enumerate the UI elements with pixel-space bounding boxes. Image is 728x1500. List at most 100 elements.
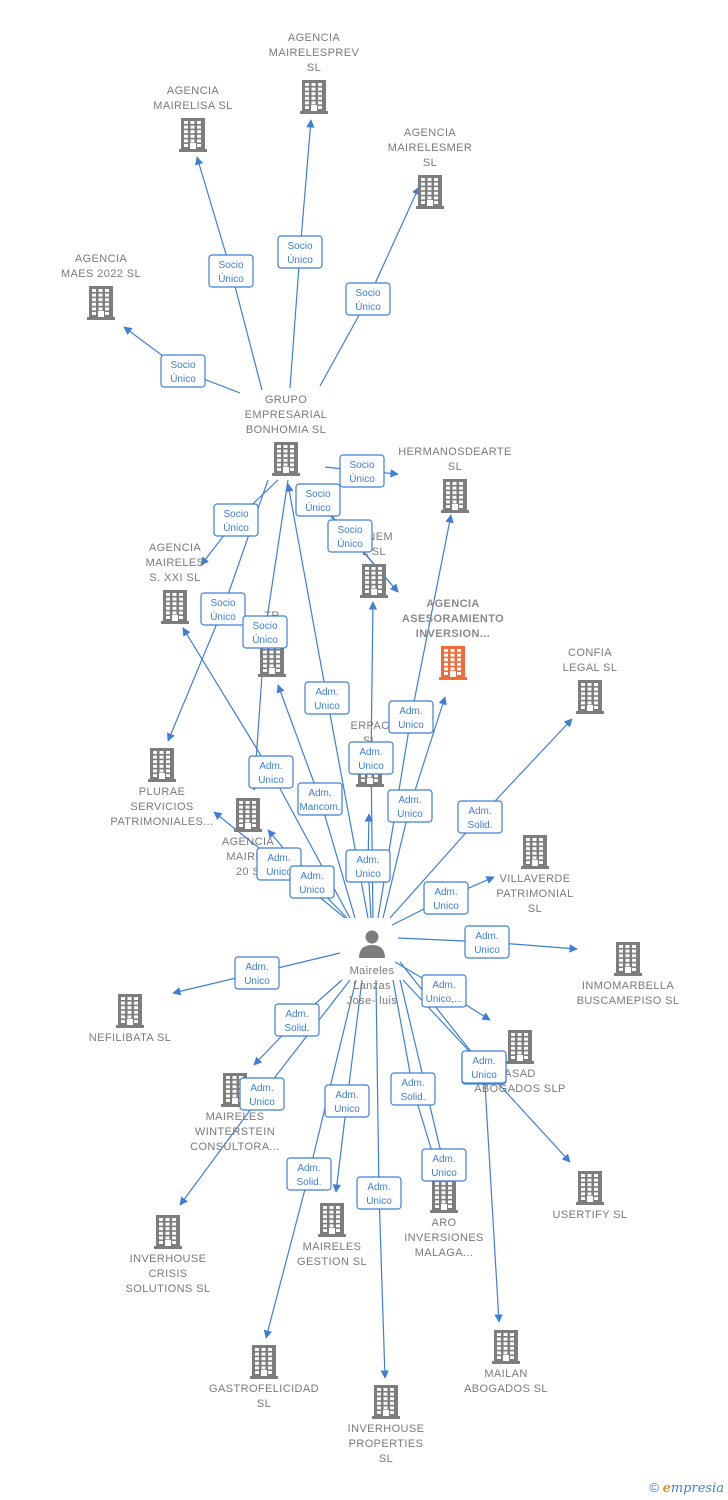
edge-label-person-to-erpac[interactable]: Adm.Unico [345, 849, 391, 883]
node-label-line: SL [257, 1398, 271, 1410]
node-label-line: MAIRELISA SL [153, 100, 232, 112]
edge-label-text: Socio [305, 489, 330, 500]
node-label-line: AGENCIA [426, 598, 480, 610]
node-label-line: EMPRESARIAL [245, 409, 328, 421]
node-label-line: SL [528, 903, 542, 915]
edge-label-person-to-gastro[interactable]: Adm.Solid. [286, 1157, 332, 1191]
edge-label-text: Socio [349, 460, 374, 471]
node-label-line: Lanzas [353, 980, 391, 992]
edge-label-text: Unico [334, 1104, 360, 1115]
edge-label-text: Unico [366, 1196, 392, 1207]
edge-label-person-to-inverhouse_crisis[interactable]: Adm.Unico [239, 1077, 285, 1111]
edge-label-text: Unico [474, 945, 500, 956]
node-label-line: SL [423, 157, 437, 169]
edge-label-text: Único [355, 300, 381, 313]
edge-label-box [234, 956, 280, 990]
building-icon [318, 1203, 346, 1237]
edge-label-text: Único [287, 253, 313, 266]
building-icon [521, 835, 549, 869]
node-nefi[interactable]: NEFILIBATA SL [89, 994, 171, 1044]
building-icon [416, 175, 444, 209]
edge-label-box [348, 741, 394, 775]
edge-label-box [423, 881, 469, 915]
edge-label-box [388, 700, 434, 734]
edge-label-person-to-inmo[interactable]: Adm.Unico [464, 925, 510, 959]
edge-label-box [421, 1148, 467, 1182]
edge-label-text: Unico [358, 761, 384, 772]
edge-label-text: Adm. [432, 980, 455, 991]
node-aro[interactable]: AROINVERSIONESMALAGA... [404, 1179, 484, 1259]
edge-label-person-to-mailan[interactable]: Adm.Unico [461, 1050, 507, 1084]
building-icon [154, 1215, 182, 1249]
edge-label-person-to-asad[interactable]: Adm.Unico,... [421, 974, 467, 1008]
node-label-line: SL [307, 62, 321, 74]
edge-label-person-to-winter[interactable]: Adm.Solid. [274, 1003, 320, 1037]
building-icon [441, 479, 469, 513]
node-label-line: AGENCIA [404, 127, 457, 139]
node-label-line: INVERSIONES [404, 1232, 484, 1244]
edge-label-person-to-grupo[interactable]: Adm.Unico [304, 681, 350, 715]
edge-label-person-to-ionem[interactable]: Adm.Unico [348, 741, 394, 775]
building-icon [250, 1345, 278, 1379]
node-label-line: ASAD [504, 1068, 536, 1080]
node-label-line: USERTIFY SL [553, 1209, 628, 1221]
edge-label-box [160, 354, 206, 388]
edge-label-person-to-aro[interactable]: Adm.Unico [421, 1148, 467, 1182]
edge-label-box [208, 254, 254, 288]
edge-label-person-to-gestion[interactable]: Adm.Unico [324, 1084, 370, 1118]
edge-label-person-to-inverhouse_prop[interactable]: Adm.Unico [356, 1176, 402, 1210]
edge-label-person-to-xxi[interactable]: Adm.Unico [248, 755, 294, 789]
edge-label-person-to-confia[interactable]: Adm.Solid. [457, 800, 503, 834]
edge-label-person-to-tr[interactable]: Adm.Mancom. [297, 782, 343, 816]
edge-label-person-to-aro[interactable]: Adm.Solid. [390, 1072, 436, 1106]
edge-label-text: Adm. [356, 855, 379, 866]
node-plurae[interactable]: PLURAESERVICIOSPATRIMONIALES... [110, 748, 213, 828]
building-icon [614, 942, 642, 976]
edge-label-person-to-hermanos[interactable]: Adm.Unico [388, 700, 434, 734]
edge-label-person-to-m20[interactable]: Adm.Unico [289, 865, 335, 899]
edge-label-text: Adm. [250, 1083, 273, 1094]
empresia-watermark[interactable]: © empresia [649, 1480, 724, 1496]
edge-label-box [286, 1157, 332, 1191]
brand-name: empresia [662, 1481, 724, 1496]
edge-label-person-to-villaverde[interactable]: Adm.Unico [423, 881, 469, 915]
edge-label-text: Único [218, 272, 244, 285]
node-usertify[interactable]: USERTIFY SL [553, 1171, 628, 1221]
node-asesor[interactable]: AGENCIAASESORAMIENTOINVERSION... [402, 598, 504, 680]
node-label-line: NEFILIBATA SL [89, 1032, 171, 1044]
node-label-line: BONHOMIA SL [246, 424, 326, 436]
edge-label-person-to-nefi[interactable]: Adm.Unico [234, 956, 280, 990]
edge-label-person-to-asesor[interactable]: Adm.Unico [387, 789, 433, 823]
node-label-line: INVERSION... [416, 628, 490, 640]
edge-label-text: Unico [258, 775, 284, 786]
copyright-symbol: © [649, 1480, 659, 1495]
